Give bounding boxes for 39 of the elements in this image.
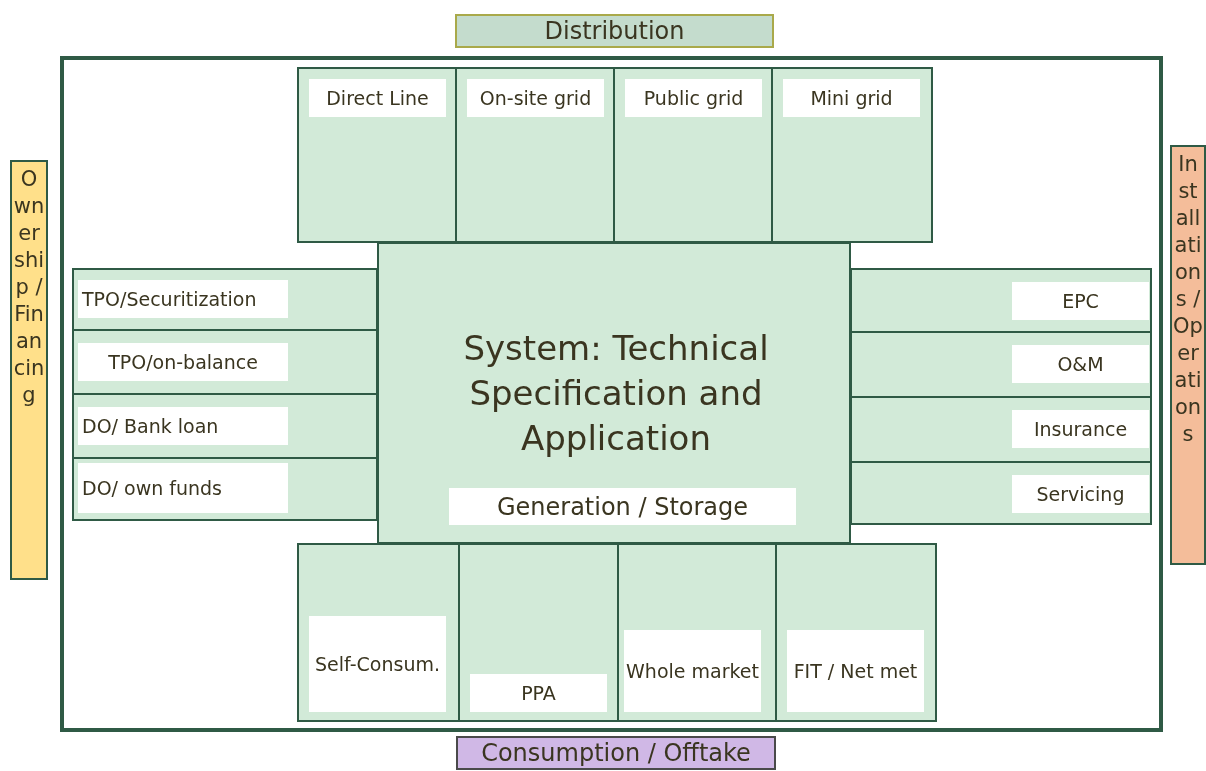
- segment-panel: [850, 268, 1152, 333]
- segment-label: DO/ Bank loan: [78, 407, 288, 445]
- system-box: [377, 242, 851, 544]
- segment-panel: [458, 543, 619, 722]
- section-heading: Ownership / Financing: [10, 160, 48, 580]
- segment-panel: [617, 543, 777, 722]
- segment-label: On-site grid: [467, 79, 604, 117]
- segment-label: TPO/Securitization: [78, 280, 288, 318]
- segment-label: DO/ own funds: [78, 463, 288, 513]
- section-heading: Consumption / Offtake: [456, 736, 776, 770]
- segment-label: Direct Line: [309, 79, 446, 117]
- segment-panel: [72, 268, 378, 331]
- segment-label: Public grid: [625, 79, 762, 117]
- segment-panel: [72, 457, 378, 521]
- system-label: Generation / Storage: [449, 488, 796, 525]
- segment-panel: [850, 461, 1152, 525]
- segment-panel: [72, 329, 378, 395]
- segment-label: PPA: [470, 674, 607, 712]
- section-heading: Installations / Operations: [1170, 145, 1206, 565]
- segment-label: Self-Consum.: [309, 616, 446, 712]
- segment-panel: [455, 67, 615, 243]
- segment-label: Servicing: [1012, 475, 1149, 513]
- segment-label: Mini grid: [783, 79, 920, 117]
- segment-panel: [850, 396, 1152, 463]
- segment-label: TPO/on-balance: [78, 343, 288, 381]
- segment-panel: [850, 331, 1152, 398]
- section-heading: Distribution: [455, 14, 774, 48]
- segment-label: Whole market: [624, 630, 761, 712]
- segment-label: EPC: [1012, 282, 1149, 320]
- segment-panel: [775, 543, 937, 722]
- segment-panel: [297, 543, 460, 722]
- segment-panel: [72, 393, 378, 459]
- segment-label: O&M: [1012, 345, 1149, 383]
- segment-label: FIT / Net met: [787, 630, 924, 712]
- segment-panel: [297, 67, 457, 243]
- segment-label: Insurance: [1012, 410, 1149, 448]
- system-title: System: Technical Specification and Application: [462, 327, 770, 460]
- segment-panel: [771, 67, 933, 243]
- segment-panel: [613, 67, 773, 243]
